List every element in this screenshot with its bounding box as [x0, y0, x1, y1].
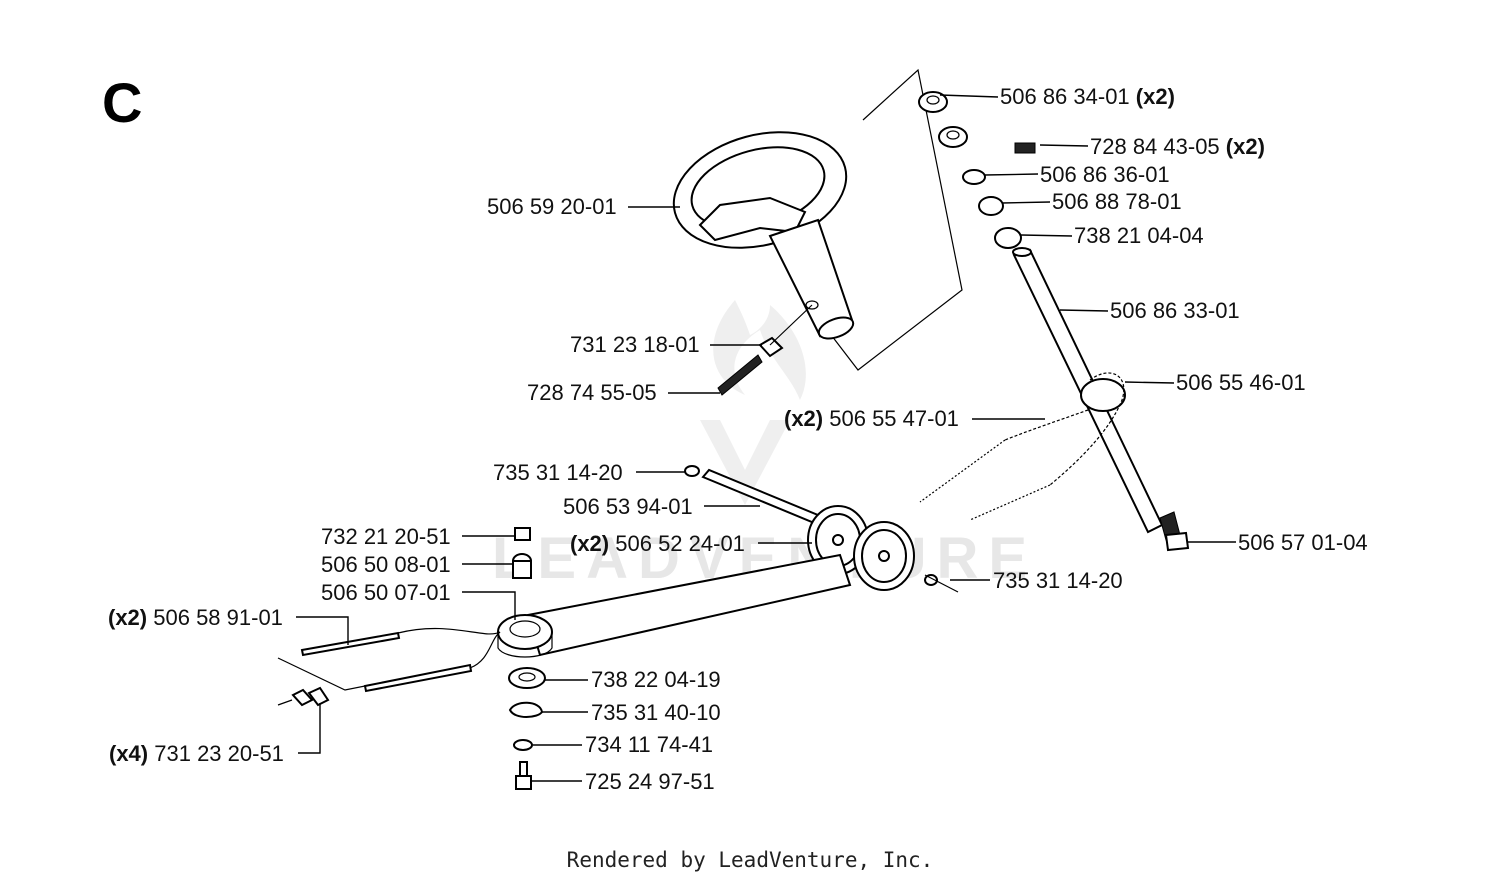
callout-506-55-46-01: 506 55 46-01	[1176, 370, 1306, 395]
leader-lines	[296, 94, 1236, 782]
callout-506-86-34-01: 506 86 34-01 (x2)	[1000, 84, 1175, 109]
shaft-collars	[918, 91, 1036, 249]
callout-506-53-94-01: 506 53 94-01	[563, 494, 693, 519]
pulleys	[807, 505, 959, 593]
callout-506-52-24-01: (x2) 506 52 24-01	[570, 531, 745, 556]
callout-731-23-18-01: 731 23 18-01	[570, 332, 700, 357]
parts-drawing	[277, 68, 1190, 790]
exploded-view-box	[811, 68, 963, 371]
callout-735-31-14-20-upper: 735 31 14-20	[493, 460, 623, 485]
callout-735-31-14-20-lower: 735 31 14-20	[993, 568, 1123, 593]
callout-506-55-47-01: (x2) 506 55 47-01	[784, 406, 959, 431]
chain-sprocket	[919, 372, 1126, 521]
callout-725-24-97-51: 725 24 97-51	[585, 769, 715, 794]
steering-wheel	[672, 131, 855, 340]
callout-728-74-55-05: 728 74 55-05	[527, 380, 657, 405]
callout-506-57-01-04: 506 57 01-04	[1238, 530, 1368, 555]
footer-credit: Rendered by LeadVenture, Inc.	[567, 848, 934, 872]
callout-738-21-04-04: 738 21 04-04	[1074, 223, 1204, 248]
tie-pin	[717, 304, 813, 396]
bottom-bolt	[1159, 511, 1190, 552]
callout-734-11-74-41: 734 11 74-41	[585, 732, 713, 757]
callout-506-58-91-01: (x2) 506 58 91-01	[108, 605, 283, 630]
callout-506-50-07-01: 506 50 07-01	[321, 580, 451, 605]
callout-labels: 506 86 34-01 (x2) 728 84 43-05 (x2) 506 …	[108, 84, 1368, 794]
watermark-flame-icon	[713, 300, 806, 400]
callout-506-88-78-01: 506 88 78-01	[1052, 189, 1182, 214]
callout-738-22-04-19: 738 22 04-19	[591, 667, 721, 692]
callout-735-31-40-10: 735 31 40-10	[591, 700, 721, 725]
callout-506-86-33-01: 506 86 33-01	[1110, 298, 1240, 323]
pivot-stack	[497, 527, 553, 790]
tie-rods	[277, 627, 501, 693]
callout-732-21-20-51: 732 21 20-51	[321, 524, 451, 549]
tie-rod-nuts	[277, 686, 330, 707]
callout-506-50-08-01: 506 50 08-01	[321, 552, 451, 577]
callout-731-23-20-51: (x4) 731 23 20-51	[109, 741, 284, 766]
callout-506-86-36-01: 506 86 36-01	[1040, 162, 1170, 187]
callout-728-84-43-05: 728 84 43-05 (x2)	[1090, 134, 1265, 159]
watermark-v-icon	[700, 420, 790, 505]
section-letter: C	[102, 71, 142, 134]
callout-506-59-20-01: 506 59 20-01	[487, 194, 617, 219]
